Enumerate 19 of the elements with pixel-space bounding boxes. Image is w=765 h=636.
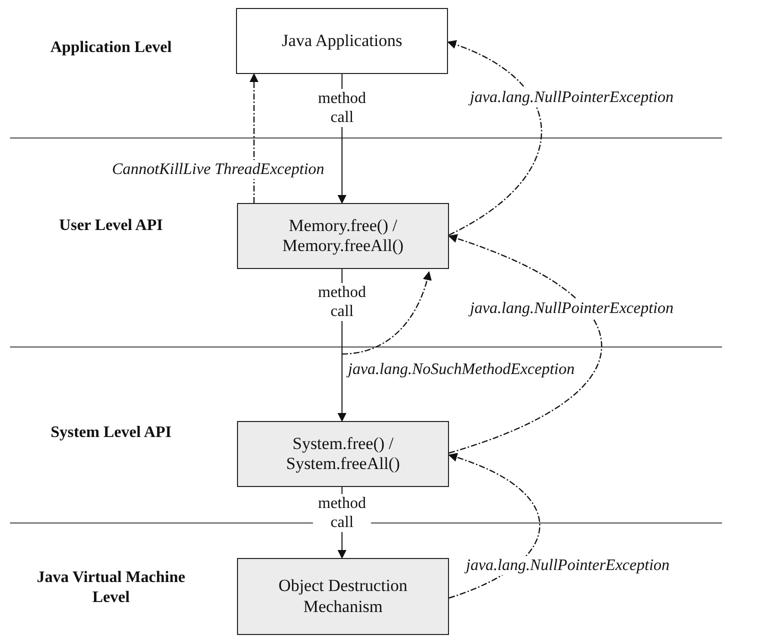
- process-box: Java Applications: [236, 8, 448, 74]
- level-label: Application Level: [49, 38, 173, 58]
- edge-label: java.lang.NullPointerException: [466, 556, 670, 576]
- edge-label: java.lang.NullPointerException: [470, 299, 674, 318]
- exception-arrow: [448, 234, 602, 454]
- exception-arrow: [250, 73, 258, 203]
- edge-label: method call: [313, 494, 371, 532]
- exception-arrow: [448, 453, 540, 599]
- process-box: System.free() / System.freeAll(): [237, 421, 449, 487]
- exception-arrow: [447, 40, 542, 236]
- level-label: Java Virtual Machine Level: [36, 568, 186, 608]
- edge-label: java.lang.NoSuchMethodException: [348, 360, 575, 380]
- level-label: System Level API: [50, 423, 172, 443]
- level-label: User Level API: [58, 216, 164, 236]
- exception-arrow: [342, 271, 432, 355]
- process-box: Memory.free() / Memory.freeAll(): [237, 203, 449, 269]
- edge-label: java.lang.NullPointerException: [470, 88, 674, 108]
- edge-label: CannotKillLive ThreadException: [112, 160, 324, 180]
- process-box: Object Destruction Mechanism: [237, 558, 449, 635]
